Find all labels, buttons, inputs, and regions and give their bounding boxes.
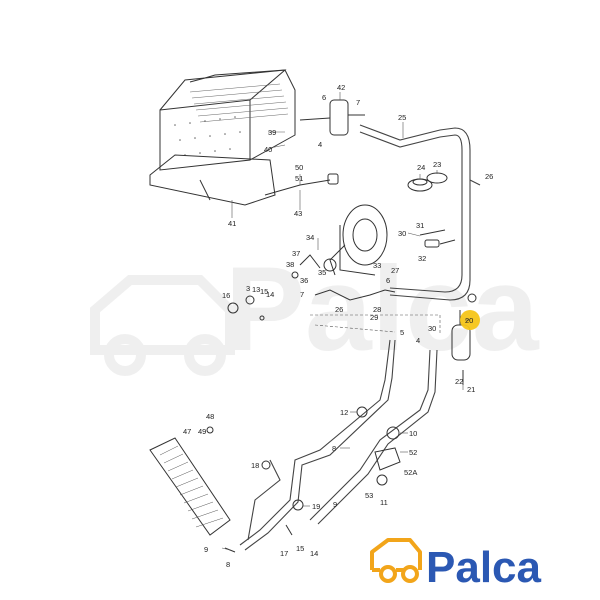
part-label-47: 47 [183,427,191,436]
left-fittings [227,295,265,321]
reference-lines [310,314,441,335]
part-label-7: 7 [356,98,360,107]
leader-lines [221,92,470,551]
palca-logo: Palca [370,538,542,592]
part-label-17: 17 [280,549,288,558]
expansion-valve [299,99,365,136]
part-label-4b: 4 [416,336,420,345]
watermark: Palca [90,242,540,376]
part-label-43: 43 [294,209,302,218]
part-label-5: 5 [400,328,404,337]
part-label-53: 53 [365,491,373,500]
part-label-15b: 15 [296,544,304,553]
part-label-33: 33 [373,261,381,270]
part-label-34: 34 [306,233,314,242]
pressure-switches [419,229,456,248]
part-label-21: 21 [467,385,475,394]
part-label-11: 11 [380,498,388,507]
part-label-30: 30 [398,229,406,238]
part-label-7b: 7 [300,290,304,299]
condenser [149,426,231,536]
small-parts [224,460,304,553]
part-label-18: 18 [251,461,259,470]
part-label-32: 32 [418,254,426,263]
part-label-25: 25 [398,113,406,122]
part-label-23: 23 [433,160,441,169]
part-label-38: 38 [286,260,294,269]
watermark-car-icon [90,275,235,376]
part-label-42: 42 [337,83,345,92]
part-label-3: 3 [246,284,250,293]
part-label-52: 52 [409,448,417,457]
part-label-14b: 14 [310,549,318,558]
part-label-9b: 9 [204,545,208,554]
part-label-15: 15 [260,287,268,296]
part-label-19: 19 [312,502,320,511]
receiver-drier [451,293,477,385]
part-label-37: 37 [292,249,300,258]
part-label-6b: 6 [386,276,390,285]
logo-text: Palca [426,543,542,592]
part-label-8b: 8 [226,560,230,569]
part-label-26b: 26 [335,305,343,314]
part-label-28: 28 [373,305,381,314]
compressor [323,204,388,276]
part-label-51: 51 [295,174,303,183]
part-label-24: 24 [417,163,425,172]
clamps [356,406,401,486]
part-label-6: 6 [322,93,326,102]
part-label-48: 48 [206,412,214,421]
part-label-31: 31 [416,221,424,230]
part-label-9: 9 [333,500,337,509]
grommets [407,172,448,192]
part-label-12: 12 [340,408,348,417]
part-label-29: 29 [370,313,378,322]
watermark-text: Palca [225,242,540,376]
car-icon [370,538,422,583]
part-label-40: 40 [264,145,272,154]
part-label-26: 26 [485,172,493,181]
part-label-4: 4 [318,140,322,149]
part-label-20: 20 [465,316,473,325]
drain-tray [149,154,276,206]
bracket-parts [291,254,396,301]
refrigerant-lines [239,339,438,551]
part-label-39: 39 [268,128,276,137]
part-label-27: 27 [391,266,399,275]
part-label-8: 8 [332,444,336,453]
part-label-41: 41 [228,219,236,228]
part-label-50: 50 [295,163,303,172]
part-label-35: 35 [318,268,326,277]
part-label-10: 10 [409,429,417,438]
part-labels: 42 6 7 4 39 40 25 24 23 26 50 51 43 41 3… [183,83,493,569]
part-label-14: 14 [266,290,274,299]
part-label-36: 36 [300,276,308,285]
part-label-13: 13 [252,285,260,294]
suction-hose [359,124,481,301]
part-label-16: 16 [222,291,230,300]
part-label-52a: 52A [404,468,417,477]
part-label-30b: 30 [428,324,436,333]
part-label-22: 22 [455,377,463,386]
part-label-49: 49 [198,427,206,436]
